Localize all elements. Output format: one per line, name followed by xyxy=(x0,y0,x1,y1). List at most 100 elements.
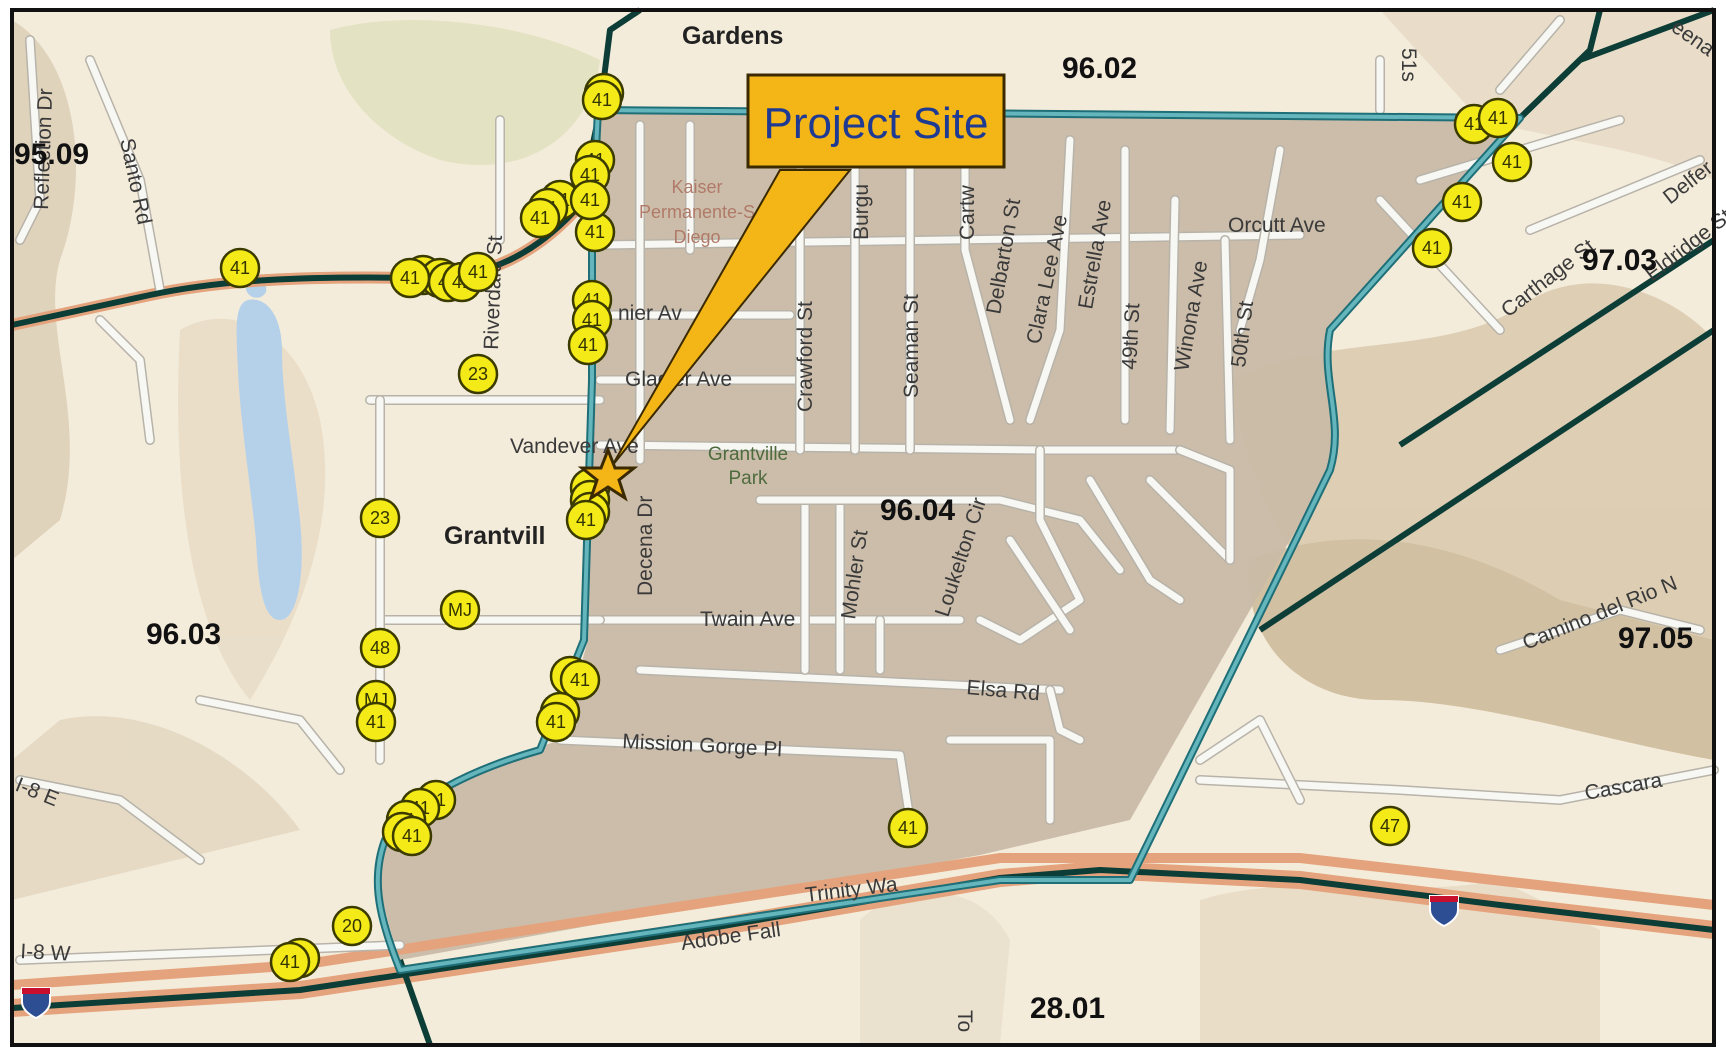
map-marker-circle xyxy=(219,247,261,289)
map-marker[interactable]: 41 xyxy=(565,499,607,541)
map-marker-label: 41 xyxy=(1488,108,1508,128)
map-marker-label: 23 xyxy=(370,508,390,528)
map-marker-label: 23 xyxy=(468,364,488,384)
map-marker-circle xyxy=(457,353,499,395)
map-marker-circle xyxy=(355,701,397,743)
street-label: Reflection Dr xyxy=(30,88,57,210)
map-marker-label: 41 xyxy=(580,190,600,210)
street-label: Decena Dr xyxy=(634,496,657,596)
tract-label: 95.09 xyxy=(14,138,89,171)
tract-label: 96.02 xyxy=(1062,52,1137,85)
map-marker[interactable]: 41 xyxy=(355,701,397,743)
map-marker-label: 41 xyxy=(1502,152,1522,172)
map-marker-circle xyxy=(581,79,623,121)
map-marker[interactable]: 41 xyxy=(1411,227,1453,269)
lake xyxy=(236,299,302,620)
map-marker-label: 41 xyxy=(400,268,420,288)
street-label: Cartw xyxy=(956,184,979,240)
map-marker[interactable]: 23 xyxy=(359,497,401,539)
map-marker[interactable]: 41 xyxy=(1477,97,1519,139)
map-marker-circle xyxy=(559,659,601,701)
map-marker-label: 41 xyxy=(580,165,600,185)
map-marker-circle xyxy=(269,941,311,983)
tract-labels: 95.09 96.02 97.03 96.04 96.03 97.05 28.0… xyxy=(14,52,1693,1025)
map-marker-label: 41 xyxy=(585,222,605,242)
map-marker-circle xyxy=(1369,805,1411,847)
map-marker-label: 41 xyxy=(1422,238,1442,258)
kaiser-label: Kaiser Permanente-S Diego xyxy=(639,177,755,247)
map-marker[interactable]: 41 xyxy=(581,79,623,121)
map-marker-circle xyxy=(1491,141,1533,183)
map-marker-label: 41 xyxy=(576,510,596,530)
tract-label: 28.01 xyxy=(1030,992,1105,1025)
project-site-callout: Project Site xyxy=(611,73,1006,467)
street-label: To xyxy=(953,1010,976,1032)
map-marker-label: 41 xyxy=(578,335,598,355)
map-marker-label: 41 xyxy=(1452,192,1472,212)
kaiser-line-3: Diego xyxy=(673,227,720,247)
map-marker[interactable]: 41 xyxy=(1491,141,1533,183)
map-marker-circle xyxy=(331,905,373,947)
map-marker-circle xyxy=(1411,227,1453,269)
street-network xyxy=(15,15,1719,965)
map-marker[interactable]: 47 xyxy=(1369,805,1411,847)
map-marker-label: 41 xyxy=(898,818,918,838)
map-marker[interactable]: 41 xyxy=(535,701,577,743)
street-label: Burgu xyxy=(850,184,873,240)
map-marker-circle xyxy=(1477,97,1519,139)
map-marker-label: 41 xyxy=(366,712,386,732)
street-label: Seaman St xyxy=(900,294,923,398)
neighborhood-label: Gardens xyxy=(682,22,783,50)
map-marker[interactable]: 20 xyxy=(331,905,373,947)
map-marker-label: 47 xyxy=(1380,816,1400,836)
tract-label: 96.03 xyxy=(146,618,221,651)
map-marker-label: MJ xyxy=(448,600,472,620)
map-marker-label: 41 xyxy=(570,670,590,690)
street-label: Twain Ave xyxy=(700,608,795,631)
street-label: I-8 W xyxy=(20,940,71,966)
map-marker[interactable]: 48 xyxy=(359,627,401,669)
map-marker[interactable]: 23 xyxy=(457,353,499,395)
map-marker-circle xyxy=(535,701,577,743)
map-marker[interactable]: 41 xyxy=(1441,181,1483,223)
map-marker-circle xyxy=(1441,181,1483,223)
map-marker-circle xyxy=(567,324,609,366)
map-marker[interactable]: 41 xyxy=(569,179,611,221)
park-line-2: Park xyxy=(728,468,768,489)
map-marker-circle xyxy=(359,497,401,539)
map-marker-circle xyxy=(439,589,481,631)
tract-label: 97.05 xyxy=(1618,622,1693,655)
map-marker-label: 41 xyxy=(280,952,300,972)
map-marker-label: 41 xyxy=(530,208,550,228)
map-marker[interactable]: 41 xyxy=(519,197,561,239)
map-marker[interactable]: 41 xyxy=(219,247,261,289)
callout-box xyxy=(746,73,1006,169)
park-line-1: Grantville xyxy=(708,444,788,465)
marker-layer: 204141414141414141414141412323MJ48MJ4141… xyxy=(219,72,1533,983)
street-label: Crawford St xyxy=(794,301,817,412)
street-label: 51s xyxy=(1397,48,1420,82)
kaiser-line-2: Permanente-S xyxy=(639,202,755,222)
map-marker[interactable]: MJ xyxy=(439,589,481,631)
map-marker[interactable]: 41 xyxy=(269,941,311,983)
map-marker[interactable]: 41 xyxy=(391,815,433,857)
map-marker[interactable]: 41 xyxy=(389,257,431,299)
map-marker-circle xyxy=(565,499,607,541)
map-marker-label: 41 xyxy=(402,826,422,846)
map-marker-circle xyxy=(391,815,433,857)
kaiser-line-1: Kaiser xyxy=(671,177,722,197)
map-marker[interactable]: 41 xyxy=(574,211,616,253)
callout-label: Project Site xyxy=(764,99,989,148)
project-site-star-icon[interactable] xyxy=(577,445,639,502)
map-marker[interactable]: 41 xyxy=(559,659,601,701)
interstate-shield-icon xyxy=(21,987,51,1020)
map-marker[interactable]: 41 xyxy=(887,807,929,849)
map-marker[interactable]: 41 xyxy=(457,251,499,293)
project-boundary xyxy=(375,108,1522,972)
map-marker-label: 41 xyxy=(468,262,488,282)
map-marker[interactable]: 41 xyxy=(567,324,609,366)
map-marker-circle xyxy=(359,627,401,669)
tract-label: 96.04 xyxy=(880,494,955,527)
